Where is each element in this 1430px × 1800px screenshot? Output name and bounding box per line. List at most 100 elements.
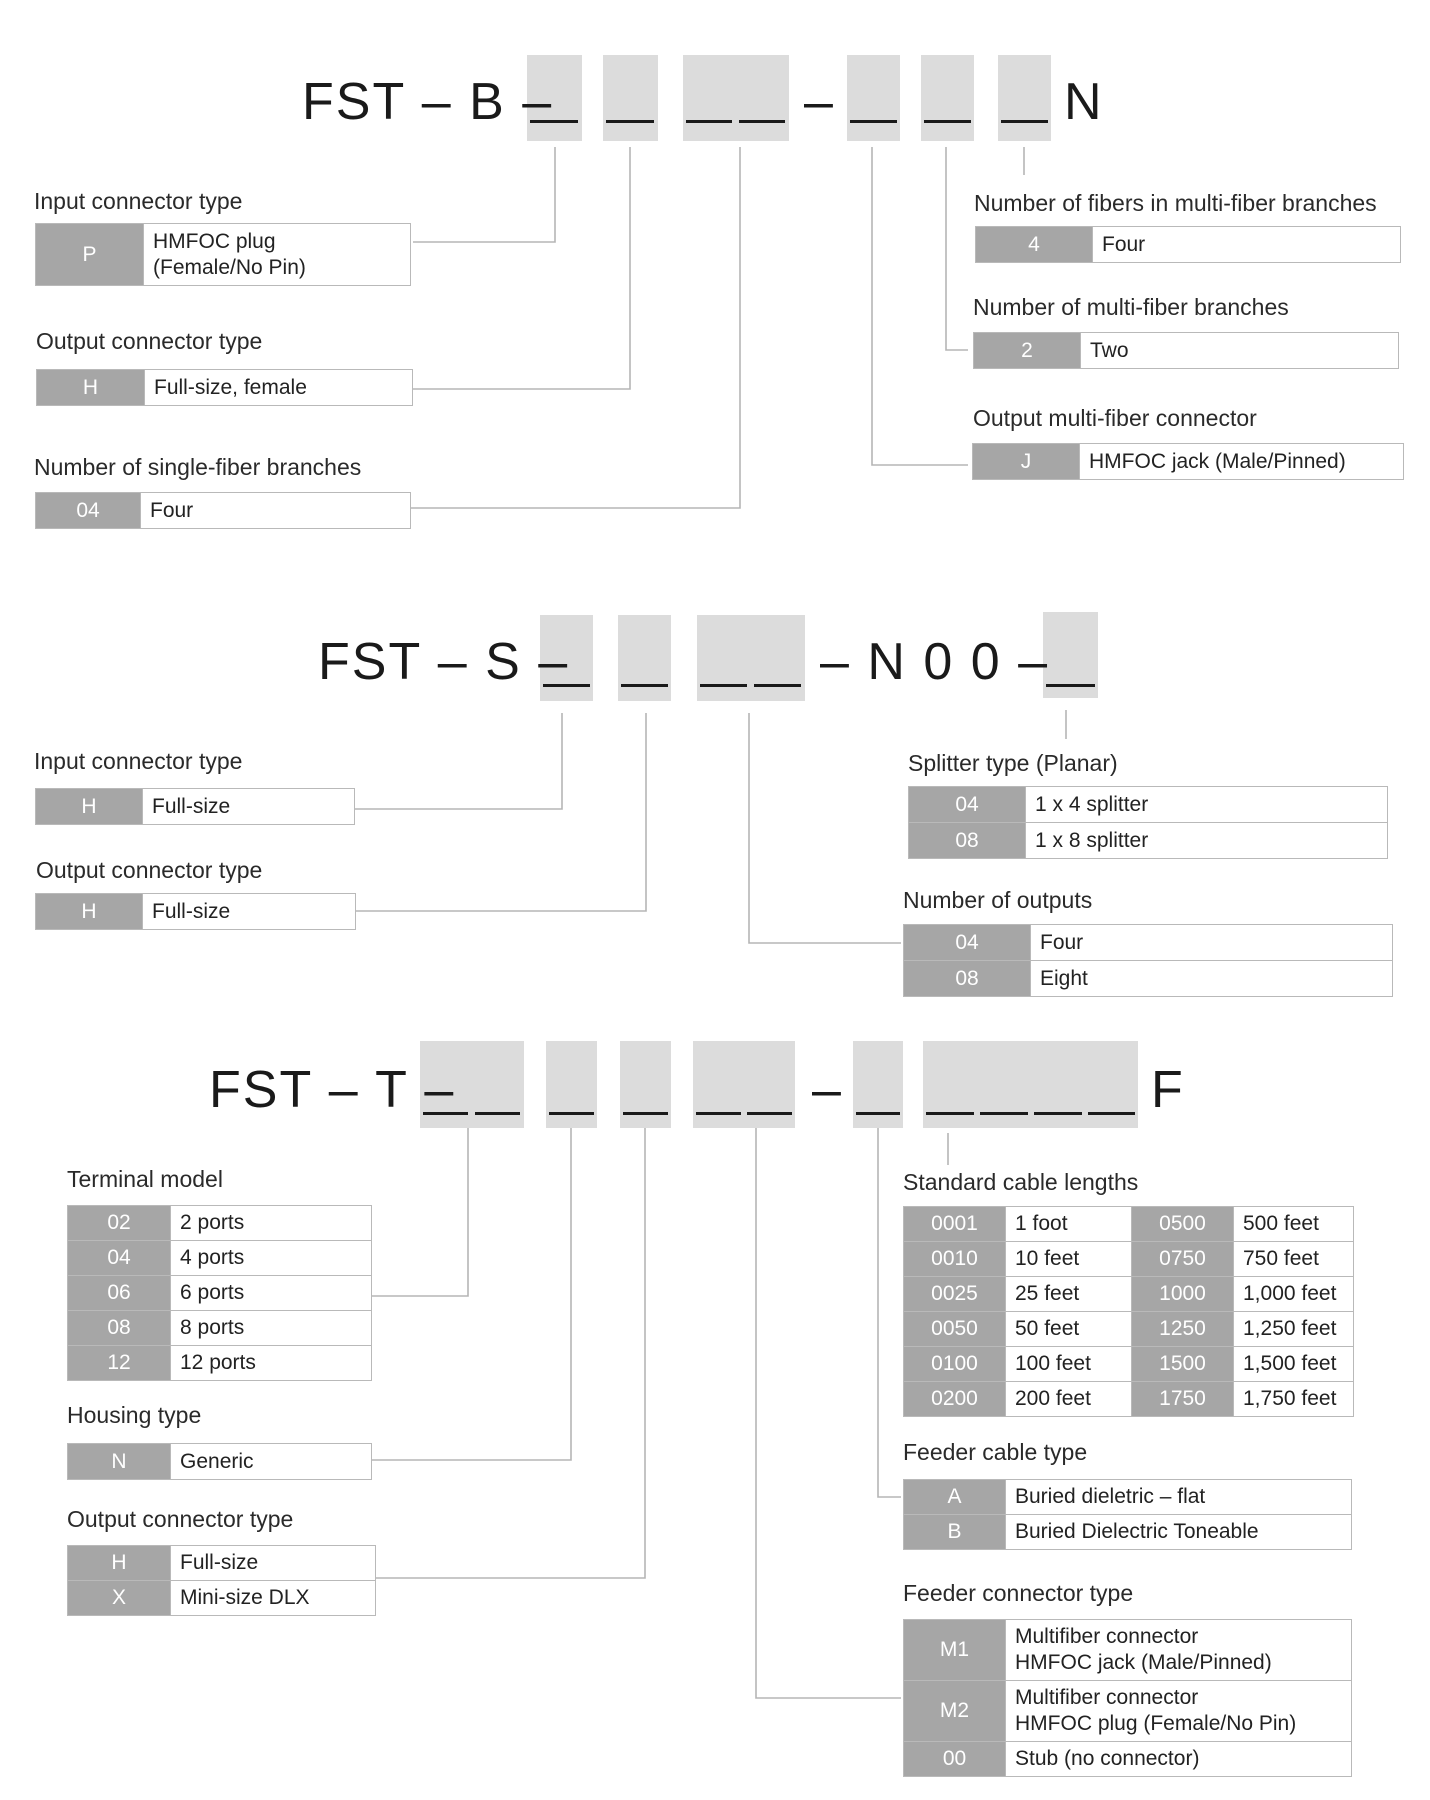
code-underscore	[530, 120, 578, 123]
part-number-separator: –	[812, 1061, 843, 1119]
option-table-splitter-type: 04 1 x 4 splitter 08 1 x 8 splitter	[908, 786, 1388, 859]
option-code: H	[35, 893, 143, 930]
option-description-line: HMFOC plug (Female/No Pin)	[1015, 1712, 1297, 1735]
code-underscore	[850, 120, 897, 123]
table-row: M1 Multifiber connector HMFOC jack (Male…	[903, 1619, 1352, 1681]
option-description: 200 feet	[1005, 1381, 1132, 1417]
option-description: 1,250 feet	[1233, 1311, 1354, 1347]
option-description: Full-size	[142, 893, 356, 930]
connector-line	[372, 1128, 572, 1461]
code-slot	[847, 55, 900, 141]
option-code: H	[35, 788, 143, 825]
table-row: H Full-size	[35, 788, 355, 825]
connector-line	[877, 1128, 901, 1498]
field-title-multi-fiber-branches: Number of multi-fiber branches	[973, 294, 1289, 320]
option-description: HMFOC jack (Male/Pinned)	[1079, 443, 1404, 480]
code-underscore	[1001, 120, 1048, 123]
option-code: 1000	[1131, 1276, 1234, 1312]
option-code: 0750	[1131, 1241, 1234, 1277]
code-underscore	[1046, 684, 1095, 687]
code-slot	[527, 55, 582, 141]
part-number-suffix: F	[1151, 1061, 1185, 1119]
field-title-number-of-outputs: Number of outputs	[903, 887, 1093, 913]
field-title-feeder-connector-type: Feeder connector type	[903, 1580, 1134, 1606]
option-code: 1500	[1131, 1346, 1234, 1382]
option-description: Full-size	[142, 788, 355, 825]
option-code: 06	[67, 1275, 171, 1311]
field-title-output-connector: Output connector type	[67, 1506, 294, 1532]
option-code: 0200	[903, 1381, 1006, 1417]
option-table-input-connector: H Full-size	[35, 788, 355, 825]
table-row: 04 1 x 4 splitter	[908, 786, 1388, 823]
table-row: 02 2 ports	[67, 1205, 372, 1241]
option-description-line: HMFOC plug	[153, 229, 276, 253]
option-description: Four	[1092, 226, 1401, 263]
code-slot	[921, 55, 974, 141]
option-description: 1,500 feet	[1233, 1346, 1354, 1382]
code-underscore	[621, 684, 668, 687]
option-table-feeder-cable-type: A Buried dieletric – flat B Buried Diele…	[903, 1479, 1352, 1550]
option-code: N	[67, 1443, 171, 1480]
connector-line	[413, 147, 631, 390]
table-row: 08 8 ports	[67, 1310, 372, 1346]
table-row: 12 12 ports	[67, 1345, 372, 1381]
connector-line	[356, 713, 647, 912]
option-description: 100 feet	[1005, 1346, 1132, 1382]
table-row: 06 6 ports	[67, 1275, 372, 1311]
option-code: M2	[903, 1680, 1006, 1742]
option-description: Generic	[170, 1443, 372, 1480]
option-description: Two	[1080, 332, 1399, 369]
table-row: 08 1 x 8 splitter	[908, 822, 1388, 859]
option-description: 6 ports	[170, 1275, 372, 1311]
table-row: H Full-size, female	[36, 369, 413, 406]
option-code: 08	[67, 1310, 171, 1346]
field-title-terminal-model: Terminal model	[67, 1166, 223, 1192]
field-title-splitter-type: Splitter type (Planar)	[908, 750, 1118, 776]
field-title-output-connector: Output connector type	[36, 328, 263, 354]
option-code: B	[903, 1514, 1006, 1550]
field-title-input-connector: Input connector type	[34, 748, 243, 774]
connector-line	[748, 713, 901, 944]
option-description: 1 x 8 splitter	[1025, 822, 1388, 859]
code-underscore	[696, 1112, 741, 1115]
option-code: A	[903, 1479, 1006, 1515]
option-code: 02	[67, 1205, 171, 1241]
table-row: 0200 200 feet 1750 1,750 feet	[903, 1381, 1354, 1417]
option-code: 4	[975, 226, 1093, 263]
option-description-line: Multifiber connector	[1015, 1686, 1199, 1709]
part-number-prefix: FST – T –	[209, 1061, 456, 1119]
field-title-input-connector: Input connector type	[34, 188, 243, 214]
code-underscore	[1088, 1112, 1135, 1115]
code-underscore	[1034, 1112, 1082, 1115]
option-description-line: HMFOC jack (Male/Pinned)	[1015, 1651, 1272, 1674]
table-row: 04 Four	[903, 924, 1393, 961]
option-code: 04	[903, 924, 1031, 961]
table-row: 08 Eight	[903, 960, 1393, 997]
connector-line	[411, 147, 741, 509]
option-description: 2 ports	[170, 1205, 372, 1241]
connector-line	[945, 147, 968, 351]
table-row: X Mini-size DLX	[67, 1580, 376, 1616]
option-table-single-fiber-branches: 04 Four	[35, 492, 411, 529]
connector-line	[413, 147, 556, 243]
table-row: H Full-size	[67, 1545, 376, 1581]
option-table-output-connector: H Full-size X Mini-size DLX	[67, 1545, 376, 1616]
code-underscore	[739, 120, 785, 123]
option-table-cable-lengths: 0001 1 foot 0500 500 feet 0010 10 feet 0…	[903, 1206, 1354, 1417]
option-table-number-of-outputs: 04 Four 08 Eight	[903, 924, 1393, 997]
option-description: HMFOC plug (Female/No Pin)	[143, 223, 411, 286]
code-underscore	[924, 120, 971, 123]
code-slot	[1043, 612, 1098, 698]
option-code: 08	[908, 822, 1026, 859]
option-code: 0010	[903, 1241, 1006, 1277]
option-table-output-connector: H Full-size	[35, 893, 356, 930]
option-code: 0500	[1131, 1206, 1234, 1242]
option-description: Buried Dielectric Toneable	[1005, 1514, 1352, 1550]
option-description: 12 ports	[170, 1345, 372, 1381]
option-code: M1	[903, 1619, 1006, 1681]
code-slot	[618, 615, 671, 701]
field-title-cable-lengths: Standard cable lengths	[903, 1169, 1139, 1195]
part-number-middle: – N 0 0 –	[820, 633, 1050, 691]
table-row: M2 Multifiber connector HMFOC plug (Fema…	[903, 1680, 1352, 1742]
table-row: 04 4 ports	[67, 1240, 372, 1276]
